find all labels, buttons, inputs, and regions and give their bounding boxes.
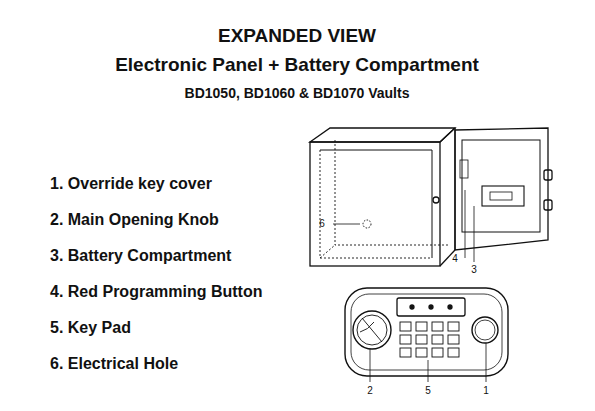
keypad-key [432,335,443,344]
subtitle: Electronic Panel + Battery Compartment [115,55,479,76]
keypad-key [400,348,411,357]
subtitle: BD1050, BD1060 & BD1070 Vaults [185,86,410,101]
keypad-key [400,335,411,344]
part-list-item: 1. Override key cover [50,175,212,193]
keypad-key [448,348,459,357]
keypad-key [448,322,459,331]
callout-number: 1 [483,385,489,396]
keypad-key [416,335,427,344]
keypad-key [432,322,443,331]
keypad-key [416,348,427,357]
part-list-item: 5. Key Pad [50,319,131,337]
keypad-key [432,348,443,357]
part-list-item: 6. Electrical Hole [50,355,178,373]
part-list-item: 4. Red Programming Button [50,283,262,301]
part-list-item: 2. Main Opening Knob [50,211,219,229]
callout-number: 3 [471,264,477,275]
keypad-key [416,322,427,331]
callout-number: 6 [319,218,325,229]
callout-number: 4 [452,253,458,264]
keypad-key [400,322,411,331]
part-list-item: 3. Battery Compartment [50,247,231,265]
title: EXPANDED VIEW [218,26,376,47]
keypad-key [448,335,459,344]
callout-number: 2 [367,385,373,396]
callout-number: 5 [425,385,431,396]
